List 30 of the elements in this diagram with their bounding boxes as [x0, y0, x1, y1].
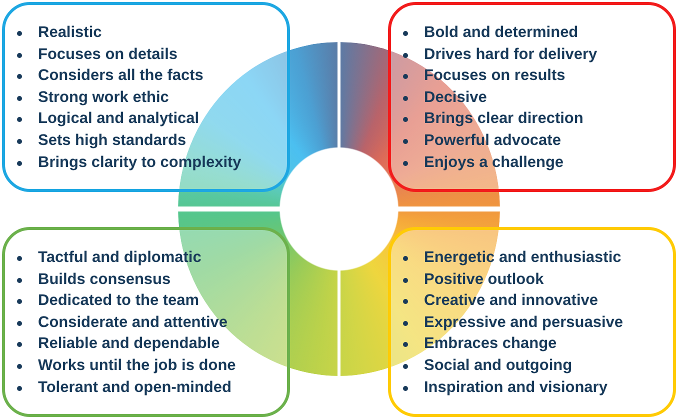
- bullet-item: Brings clear direction: [402, 108, 584, 130]
- bullet-item: Inspiration and visionary: [402, 376, 608, 398]
- bullet-item: Works until the job is done: [16, 354, 236, 377]
- list-panel: [2, 227, 290, 417]
- bullet-item: Dedicated to the team: [16, 290, 200, 312]
- bullet-item: Focuses on details: [16, 44, 178, 66]
- bullet-item: Energetic and enthusiastic: [402, 247, 622, 269]
- list-panel: [388, 227, 676, 417]
- bullet-item: Expressive and persuasive: [402, 312, 624, 334]
- bullet-item: Realistic: [16, 22, 102, 44]
- list-panel: [388, 2, 676, 192]
- bullet-item: Builds consensus: [16, 268, 171, 290]
- bullet-item: Logical and analytical: [16, 108, 200, 130]
- bullet-item: Tolerant and open-minded: [16, 376, 232, 398]
- bullet-item: Considers all the facts: [16, 65, 204, 87]
- bullet-item: Enjoys a challenge: [402, 152, 564, 174]
- bullet-item: Considerate and attentive: [16, 312, 228, 334]
- bullet-item: Social and outgoing: [402, 354, 572, 377]
- bullet-item: Strong work ethic: [16, 86, 169, 108]
- bullet-item: Sets high standards: [16, 130, 186, 152]
- bullet-item: Embraces change: [402, 333, 557, 355]
- bullet-item: Tactful and diplomatic: [16, 247, 202, 269]
- list-panel: [2, 2, 290, 192]
- bullet-item: Reliable and dependable: [16, 333, 220, 355]
- bullet-item: Bold and determined: [402, 22, 578, 44]
- bullet-item: Positive outlook: [402, 268, 544, 290]
- bullet-item: Decisive: [402, 86, 487, 108]
- bullet-item: Focuses on results: [402, 65, 566, 87]
- bullet-item: Drives hard for delivery: [402, 44, 598, 66]
- bullet-item: Powerful advocate: [402, 130, 561, 152]
